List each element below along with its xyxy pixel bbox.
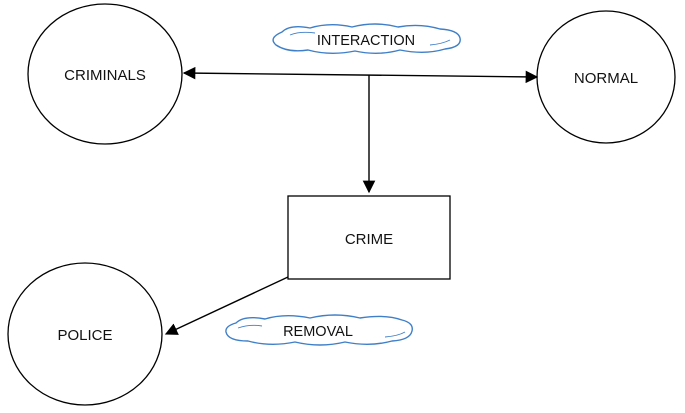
- normal-label: NORMAL: [574, 70, 638, 87]
- crime-box: [287, 195, 451, 280]
- crime-node[interactable]: CRIME: [287, 195, 451, 280]
- interaction-edge-label: INTERACTION: [272, 23, 461, 54]
- crime-to-police-arrow: [164, 276, 289, 335]
- police-label: POLICE: [57, 327, 112, 344]
- criminals-node[interactable]: CRIMINALS: [27, 3, 183, 145]
- normal-node[interactable]: NORMAL: [536, 10, 676, 144]
- police-circle: [7, 262, 163, 406]
- interaction-arrow: [182, 66, 539, 84]
- police-node[interactable]: POLICE: [7, 262, 163, 406]
- criminals-label: CRIMINALS: [64, 67, 146, 84]
- criminals-circle: [27, 3, 183, 145]
- removal-cloud-outline: [225, 314, 413, 346]
- interaction-cloud-outline: [272, 23, 461, 54]
- removal-label: REMOVAL: [283, 324, 353, 340]
- removal-edge-label: REMOVAL: [225, 314, 413, 346]
- crime-label: CRIME: [345, 231, 393, 248]
- interaction-label: INTERACTION: [317, 33, 415, 49]
